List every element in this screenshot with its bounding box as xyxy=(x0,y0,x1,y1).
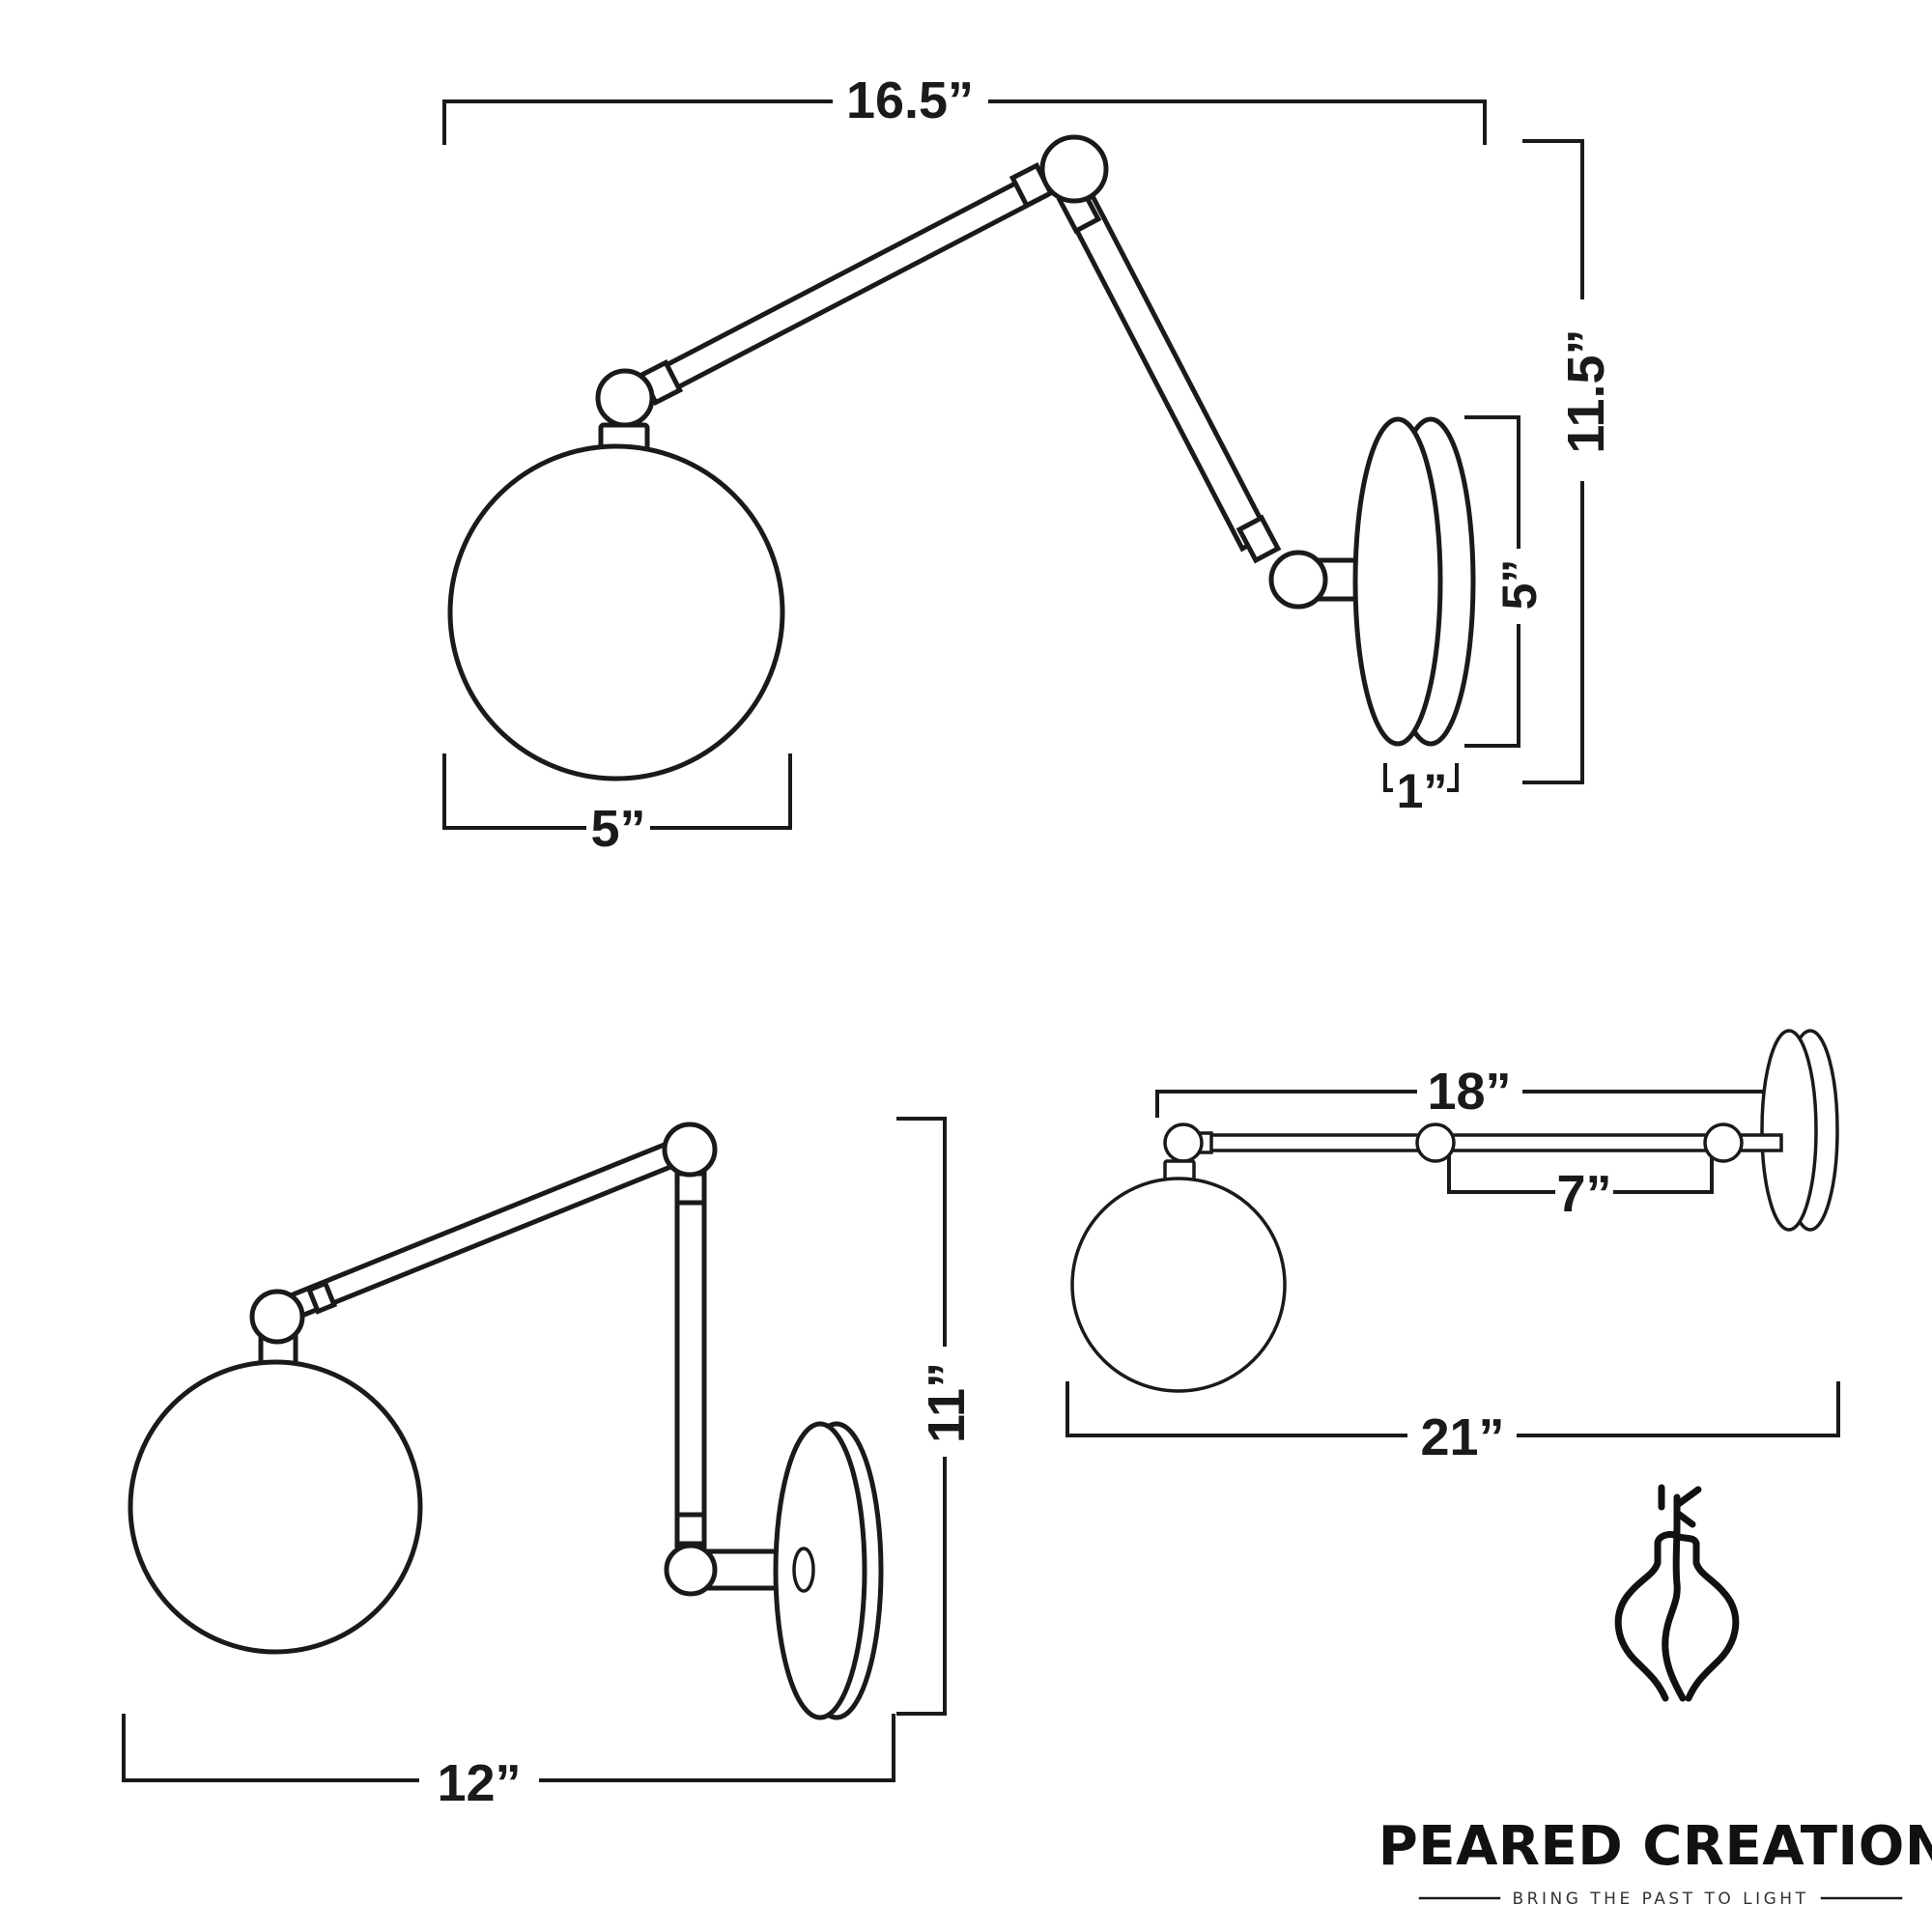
br-arm-length-dimension: 18” xyxy=(1155,1063,1779,1121)
bl-width-label: 12” xyxy=(437,1754,521,1812)
top-joint xyxy=(595,368,655,428)
br-arm-length-label: 18” xyxy=(1427,1063,1511,1121)
bl-height-label: 11” xyxy=(918,1362,976,1443)
bl-backplate-front xyxy=(773,1421,867,1720)
br-joint xyxy=(1415,1122,1456,1163)
bl-shade xyxy=(128,1359,423,1655)
top-shade xyxy=(447,443,785,781)
top-backplate-diameter-dimension: 5” xyxy=(1464,415,1547,748)
top-joint xyxy=(1039,134,1109,204)
top-backplate-front xyxy=(1352,416,1443,747)
br-lamp-drawing xyxy=(1070,1029,1839,1393)
top-view: 16.5” 11.5” 5” 1” 5” xyxy=(442,71,1615,858)
top-height-label: 11.5” xyxy=(1557,328,1615,453)
top-backplate-depth-dimension: 1” xyxy=(1383,763,1459,818)
bl-width-dimension: 12” xyxy=(122,1714,895,1812)
bl-joint xyxy=(249,1289,305,1345)
bottom-right-view: 18” 7” 21” xyxy=(1065,1029,1840,1466)
top-backplate-diameter-label: 5” xyxy=(1492,559,1547,611)
brand-tagline: BRING THE PAST TO LIGHT xyxy=(1513,1889,1809,1909)
br-joint xyxy=(1163,1122,1204,1163)
top-lamp-drawing xyxy=(447,134,1476,781)
bl-arm-collar xyxy=(674,1171,707,1206)
top-joint xyxy=(1268,550,1328,610)
top-arm-collar xyxy=(1236,514,1282,564)
top-width-dimension: 16.5” xyxy=(442,71,1487,145)
bl-arm-collar xyxy=(674,1512,707,1547)
br-joint xyxy=(1703,1122,1744,1163)
top-lower-arm xyxy=(1063,192,1272,553)
top-width-label: 16.5” xyxy=(846,71,974,129)
brand-name: PEARED CREATION xyxy=(1378,1815,1932,1878)
bl-joint xyxy=(664,1543,718,1597)
br-segment-dimension: 7” xyxy=(1447,1153,1714,1223)
br-extension-dimension: 21” xyxy=(1065,1381,1840,1466)
bl-lamp-drawing xyxy=(128,1122,884,1720)
bl-backplate-hub xyxy=(792,1547,815,1593)
top-upper-arm xyxy=(653,170,1049,396)
pear-lightbulb-icon xyxy=(1614,1484,1740,1702)
bl-height-dimension: 11” xyxy=(896,1117,976,1716)
br-segment-label: 7” xyxy=(1556,1165,1611,1223)
bl-joint xyxy=(662,1122,718,1178)
bl-vertical-arm xyxy=(674,1171,707,1548)
br-shade xyxy=(1070,1177,1287,1393)
bl-arm-collar xyxy=(305,1280,338,1315)
top-shade-diameter-dimension: 5” xyxy=(442,753,792,858)
top-shade-diameter-label: 5” xyxy=(590,800,645,858)
top-backplate-depth-label: 1” xyxy=(1397,764,1448,818)
br-extension-label: 21” xyxy=(1420,1408,1504,1466)
brand-block: PEARED CREATION BRING THE PAST TO LIGHT xyxy=(1378,1484,1932,1909)
br-arm xyxy=(1179,1133,1783,1152)
br-backplate-front xyxy=(1760,1029,1818,1232)
bottom-left-view: 11” 12” xyxy=(122,1117,976,1812)
bl-upper-arm xyxy=(282,1136,689,1322)
top-height-dimension: 11.5” xyxy=(1522,139,1615,784)
